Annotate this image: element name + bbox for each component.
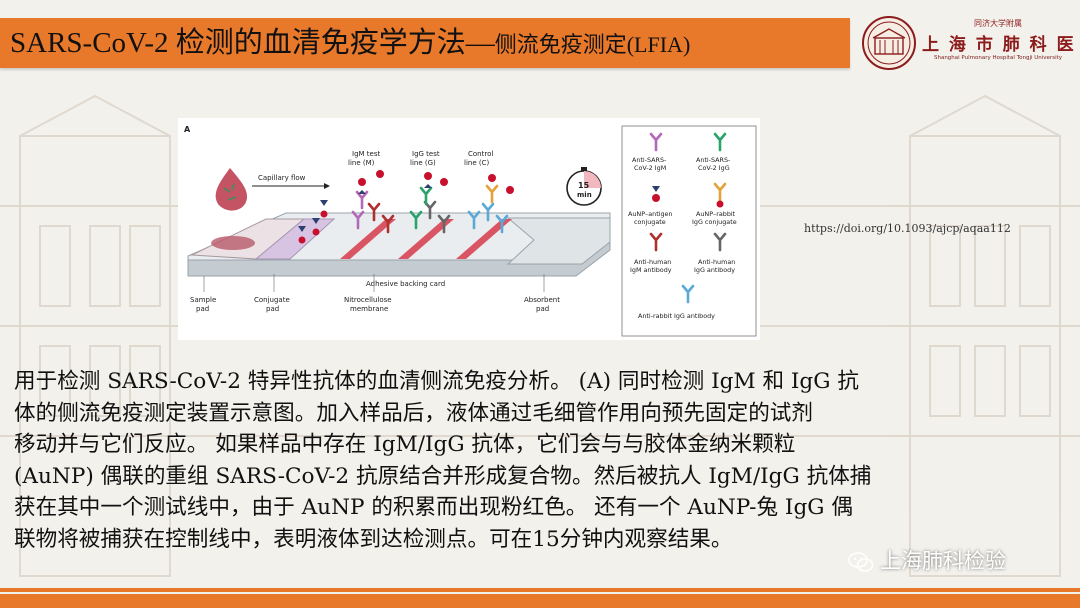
lfia-figure: A Capillary flow IgM test xyxy=(178,118,760,340)
legend-anti-human-igg-2: IgG antibody xyxy=(694,266,735,274)
absorbent-pad-label-1: Absorbent xyxy=(524,296,560,304)
igm-line-antibodies xyxy=(351,170,395,234)
legend-anti-rabbit: Anti-rabbit IgG antibody xyxy=(638,312,715,320)
legend-anti-human-igm-1: Anti-human xyxy=(634,258,671,266)
logo-english: Shanghai Pulmonary Hospital Tongji Unive… xyxy=(933,55,1063,61)
igm-line-label-2: line (M) xyxy=(348,159,375,167)
title-sub: 侧流免疫测定(LFIA) xyxy=(494,32,691,57)
figure-caption: 用于检测 SARS-CoV-2 特异性抗体的血清侧流免疫分析。 (A) 同时检测… xyxy=(14,366,1070,556)
control-line xyxy=(456,219,512,259)
conjugate-pad-label-1: Conjugate xyxy=(254,296,290,304)
panel-label: A xyxy=(184,125,191,134)
wechat-icon xyxy=(848,552,874,572)
igm-line-label-1: IgM test xyxy=(352,150,380,158)
legend-aunp-rabbit-1: AuNP–rabbit xyxy=(696,210,736,218)
sample-blot xyxy=(211,236,255,250)
caption-line: 获在其中一个测试线中，由于 AuNP 的积累而出现粉红色。 还有一个 AuNP-… xyxy=(14,495,853,521)
caption-line: (AuNP) 偶联的重组 SARS-CoV-2 抗原结合并形成复合物。然后被抗人… xyxy=(14,463,872,489)
flow-arrowhead xyxy=(324,183,330,189)
logo-subtitle: 同济大学附属 xyxy=(974,19,1022,28)
aunp-conjugates xyxy=(298,200,328,244)
adhesive-label: Adhesive backing card xyxy=(366,280,445,288)
caption-line: 联物将被捕获在控制线中，表明液体到达检测点。可在15分钟内观察结果。 xyxy=(14,526,733,552)
conjugate-pad-label-2: pad xyxy=(266,305,279,313)
igg-line-label-1: IgG test xyxy=(412,150,440,158)
control-line-antibodies xyxy=(467,174,514,234)
sample-pad-label-1: Sample xyxy=(190,296,216,304)
membrane-label-2: membrane xyxy=(350,305,388,313)
control-line-label-2: line (C) xyxy=(464,159,489,167)
footer-line xyxy=(0,588,1080,592)
hospital-emblem-icon xyxy=(862,16,916,70)
blood-drop-icon xyxy=(215,168,248,211)
watermark-text: 上海肺科检验 xyxy=(880,549,1006,573)
legend-anti-igm-1: Anti-SARS- xyxy=(632,156,666,164)
absorbent-pad xyxy=(506,217,611,265)
igg-test-line xyxy=(398,219,454,259)
legend-anti-human-igm-2: IgM antibody xyxy=(630,266,672,274)
figure-legend: Anti-SARS- CoV-2 IgM Anti-SARS- CoV-2 Ig… xyxy=(621,125,757,337)
igg-line-antibodies xyxy=(409,172,451,234)
legend-anti-igm-2: CoV-2 IgM xyxy=(634,164,666,172)
legend-aunp-antigen-2: conjugate xyxy=(634,218,666,226)
sample-pad-label-2: pad xyxy=(196,305,209,313)
caption-line: 移动并与它们反应。 如果样品中存在 IgM/IgG 抗体，它们会与与胶体金纳米颗… xyxy=(14,432,796,458)
title-bar: SARS-CoV-2 检测的血清免疫学方法—侧流免疫测定(LFIA) xyxy=(0,18,850,68)
legend-anti-igg-1: Anti-SARS- xyxy=(696,156,730,164)
wechat-watermark: 上海肺科检验 xyxy=(848,546,1006,576)
legend-aunp-rabbit-2: IgG conjugate xyxy=(692,218,737,226)
timer-icon: 15 min xyxy=(566,167,602,206)
membrane-label-1: Nitrocellulose xyxy=(344,296,392,304)
igm-test-line xyxy=(340,219,396,259)
caption-line: 体的侧流免疫测定装置示意图。加入样品后，液体通过毛细管作用向预先固定的试剂 xyxy=(14,400,813,426)
igg-line-label-2: line (G) xyxy=(410,159,436,167)
doi-link[interactable]: https://doi.org/10.1093/ajcp/aqaa112 xyxy=(804,222,1011,235)
caption-line: 用于检测 SARS-CoV-2 特异性抗体的血清侧流免疫分析。 (A) 同时检测… xyxy=(14,369,859,394)
timer-unit: min xyxy=(577,191,592,199)
control-line-label-1: Control xyxy=(468,150,493,158)
hospital-logo: 同济大学附属 上 海 市 肺 科 医 院 Shanghai Pulmonary … xyxy=(860,14,1080,72)
footer-band xyxy=(0,594,1080,608)
drop-antibodies xyxy=(223,183,237,201)
absorbent-pad-label-2: pad xyxy=(536,305,549,313)
logo-name: 上 海 市 肺 科 医 院 xyxy=(922,35,1080,55)
title-main: SARS-CoV-2 检测的血清免疫学方法— xyxy=(10,27,495,59)
legend-aunp-antigen-1: AuNP–antigen xyxy=(628,210,673,218)
timer-value: 15 xyxy=(578,181,590,190)
page-title: SARS-CoV-2 检测的血清免疫学方法—侧流免疫测定(LFIA) xyxy=(10,25,690,61)
legend-anti-igg-2: CoV-2 IgG xyxy=(698,164,730,172)
capillary-flow-label: Capillary flow xyxy=(258,174,306,182)
lfia-diagram: A Capillary flow IgM test xyxy=(184,125,757,337)
legend-anti-human-igg-1: Anti-human xyxy=(698,258,735,266)
